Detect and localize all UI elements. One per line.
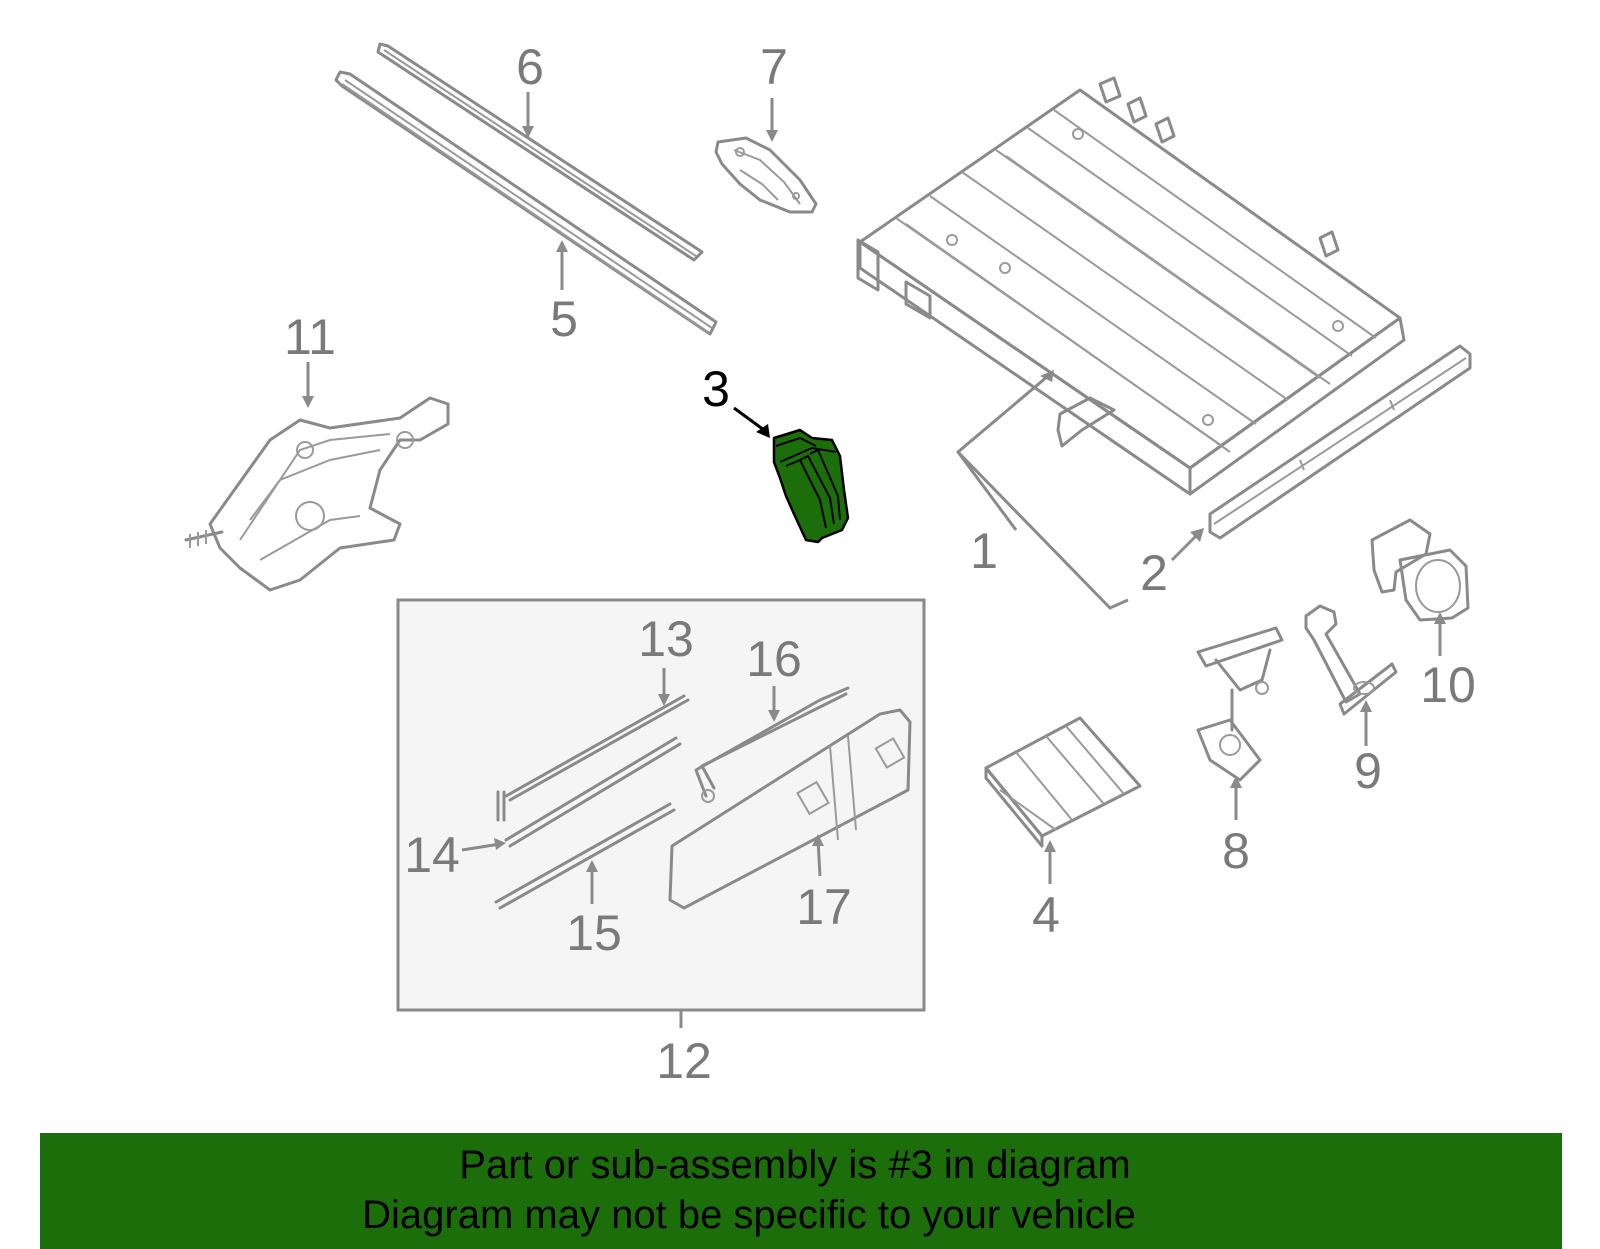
leader-lines [302, 92, 1446, 904]
callout-14: 14 [404, 827, 460, 883]
callout-11: 11 [284, 309, 336, 365]
callout-4: 4 [1032, 887, 1060, 943]
callout-3: 3 [702, 361, 730, 417]
part-9-hoist-bolt[interactable] [1304, 604, 1398, 716]
info-banner: Part or sub-assembly is #3 in diagram Di… [40, 1133, 1562, 1249]
banner-line-disclaimer: Diagram may not be specific to your vehi… [362, 1193, 1136, 1237]
part-8-tire-carrier[interactable] [1196, 626, 1284, 782]
callout-17: 17 [796, 879, 852, 935]
callout-8: 8 [1222, 823, 1250, 879]
callout-labels: 1 2 3 4 5 6 7 8 9 10 11 12 13 14 15 16 1… [284, 39, 1476, 1089]
banner-line-part-number: Part or sub-assembly is #3 in diagram [459, 1143, 1131, 1187]
part-10-duct-bracket[interactable] [1370, 518, 1470, 622]
part-17-tool-bag[interactable] [668, 708, 912, 910]
part-13-t-handle-rod[interactable] [496, 694, 690, 822]
part-16-lug-wrench[interactable] [694, 686, 850, 803]
callout-6: 6 [516, 39, 544, 95]
part-7-bracket[interactable] [714, 136, 818, 214]
part-11-scissor-jack[interactable] [184, 396, 450, 592]
part-6-rail-strip[interactable] [376, 42, 704, 262]
callout-13: 13 [638, 611, 694, 667]
callout-15: 15 [566, 905, 622, 961]
callout-1: 1 [970, 523, 998, 579]
part-4-floor-panel[interactable] [984, 716, 1142, 848]
part-2-sill-rail[interactable] [1208, 344, 1472, 540]
part-1-cargo-floor[interactable] [856, 76, 1406, 496]
part-14-extension-rod[interactable] [504, 736, 682, 848]
callout-9: 9 [1354, 743, 1382, 799]
callout-5: 5 [550, 291, 578, 347]
callout-12: 12 [656, 1033, 712, 1089]
callout-10: 10 [1420, 657, 1476, 713]
part-5-rail-strip[interactable] [334, 70, 718, 336]
part-3-highlighted[interactable] [772, 428, 850, 544]
part-12-tool-kit-box[interactable] [396, 598, 926, 1028]
part-15-rod[interactable] [494, 802, 676, 910]
callout-16: 16 [746, 631, 802, 687]
callout-7: 7 [760, 39, 788, 95]
exploded-parts-diagram: 1 2 3 4 5 6 7 8 9 10 11 12 13 14 15 16 1… [184, 39, 1476, 1089]
callout-2: 2 [1140, 545, 1168, 601]
